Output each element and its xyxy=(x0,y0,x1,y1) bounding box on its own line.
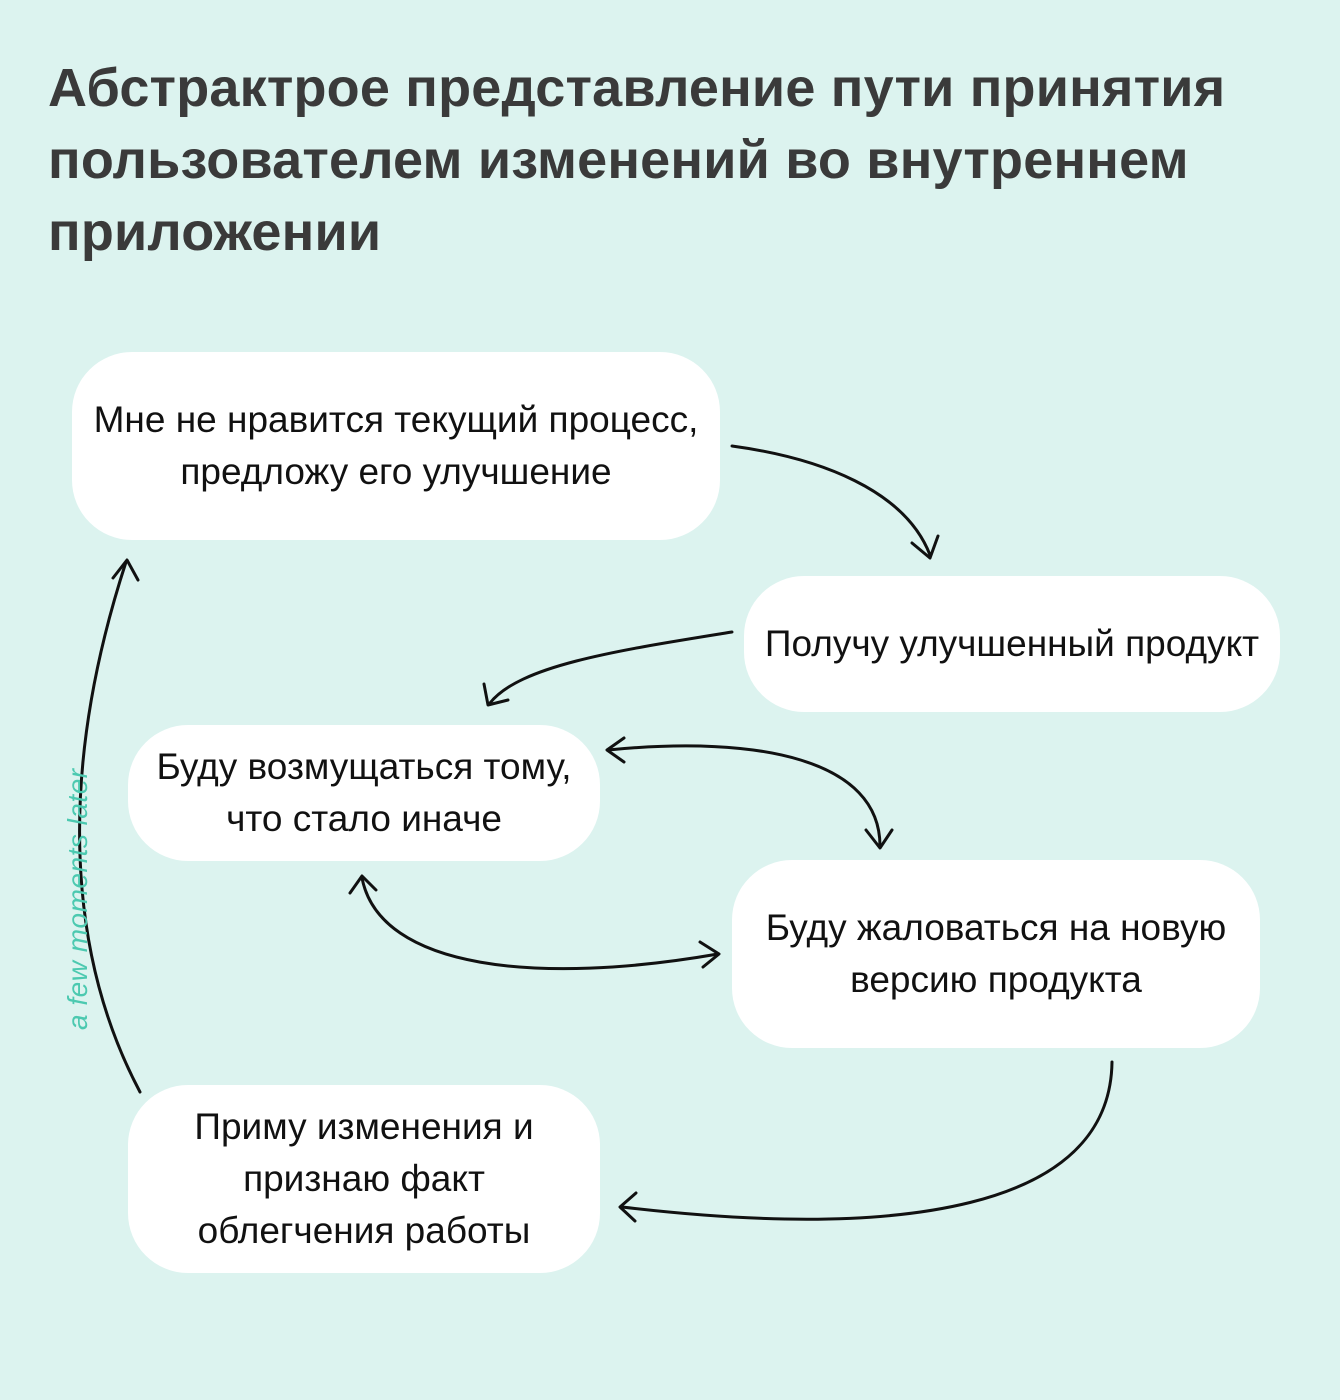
node-resent-text: Буду возмущаться тому, что стало иначе xyxy=(156,746,572,839)
arrow-resent-to-complain xyxy=(606,744,882,848)
page-title: Абстрактрое представление пути принятия … xyxy=(48,58,1226,262)
arrowhead-complain-to-accept xyxy=(618,1191,638,1223)
side-label: a few moments later xyxy=(62,768,93,1030)
arrow-improve-to-receive xyxy=(730,444,932,557)
arrowhead-resent-to-complain-start xyxy=(605,736,626,764)
node-improve: Мне не нравится текущий процесс, предлож… xyxy=(72,352,720,540)
node-complain-text: Буду жаловаться на новую версию продукта xyxy=(765,907,1227,1000)
arrowhead-receive-to-resent xyxy=(482,682,510,707)
node-receive: Получу улучшенный продукт xyxy=(744,576,1280,712)
arrowhead-accept-to-improve xyxy=(111,558,140,582)
arrowhead-improve-to-receive xyxy=(910,534,940,560)
node-improve-text: Мне не нравится текущий процесс, предлож… xyxy=(93,399,699,492)
node-accept-text: Приму изменения и признаю факт облегчени… xyxy=(194,1106,534,1251)
node-accept: Приму изменения и признаю факт облегчени… xyxy=(128,1085,600,1273)
arrow-complain-to-accept xyxy=(620,1060,1114,1221)
node-complain: Буду жаловаться на новую версию продукта xyxy=(732,860,1260,1048)
arrow-complain-to-resent xyxy=(360,876,720,971)
arrowhead-complain-to-resent-start xyxy=(698,940,721,969)
node-receive-text: Получу улучшенный продукт xyxy=(764,623,1260,664)
arrow-receive-to-resent xyxy=(488,630,734,705)
node-resent: Буду возмущаться тому, что стало иначе xyxy=(128,725,600,861)
arrowhead-resent-to-complain-end xyxy=(864,828,894,850)
arrowhead-complain-to-resent-end xyxy=(348,874,378,895)
